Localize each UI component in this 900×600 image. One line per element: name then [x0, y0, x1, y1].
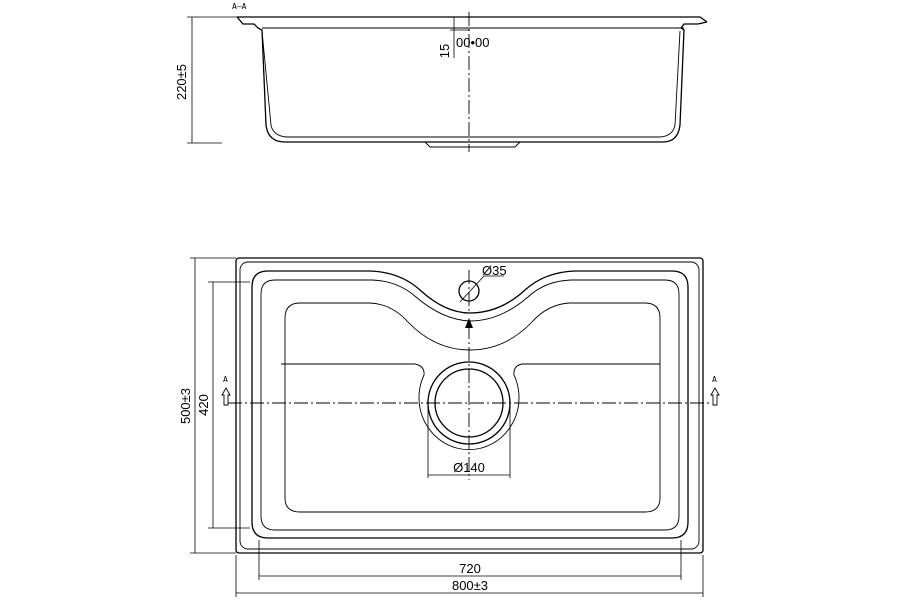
section-marker-left-label: A [223, 375, 228, 384]
section-drain-nub [424, 141, 521, 148]
tap-hole-leader [459, 275, 485, 303]
section-marker-left: A [221, 375, 231, 406]
flange-inner-edge [239, 261, 700, 550]
section-arrow-left-icon [221, 387, 231, 406]
inner-width-label: 720 [459, 561, 481, 576]
outer-flange [235, 257, 704, 554]
inner-height-label: 420 [196, 394, 211, 416]
bowl-inner-outline [260, 279, 680, 531]
depth-label: 15 [437, 44, 452, 58]
inlet-label: 00•00 [456, 35, 489, 50]
bowl-outline [251, 270, 689, 539]
section-view: A—A 220±5 15 00•00 [174, 2, 708, 152]
basin-floor [284, 302, 661, 513]
section-arrow-right-icon [710, 387, 720, 406]
section-bowl-inner [261, 30, 681, 138]
center-arrow [465, 318, 473, 328]
section-marker-right-label: A [712, 375, 717, 384]
section-height-label: 220±5 [174, 64, 189, 100]
section-rim [236, 16, 708, 29]
plan-view: Ø35 Ø140 A A 500±3 420 720 [178, 257, 720, 597]
section-label: A—A [232, 2, 247, 11]
section-marker-right: A [710, 375, 720, 406]
outer-height-label: 500±3 [178, 388, 193, 424]
drain-dim-label: Ø140 [453, 460, 485, 475]
drain-surround [414, 363, 523, 451]
section-bowl-outer [257, 27, 685, 143]
outer-width-label: 800±3 [452, 578, 488, 593]
tap-hole-dim-label: Ø35 [482, 263, 507, 278]
